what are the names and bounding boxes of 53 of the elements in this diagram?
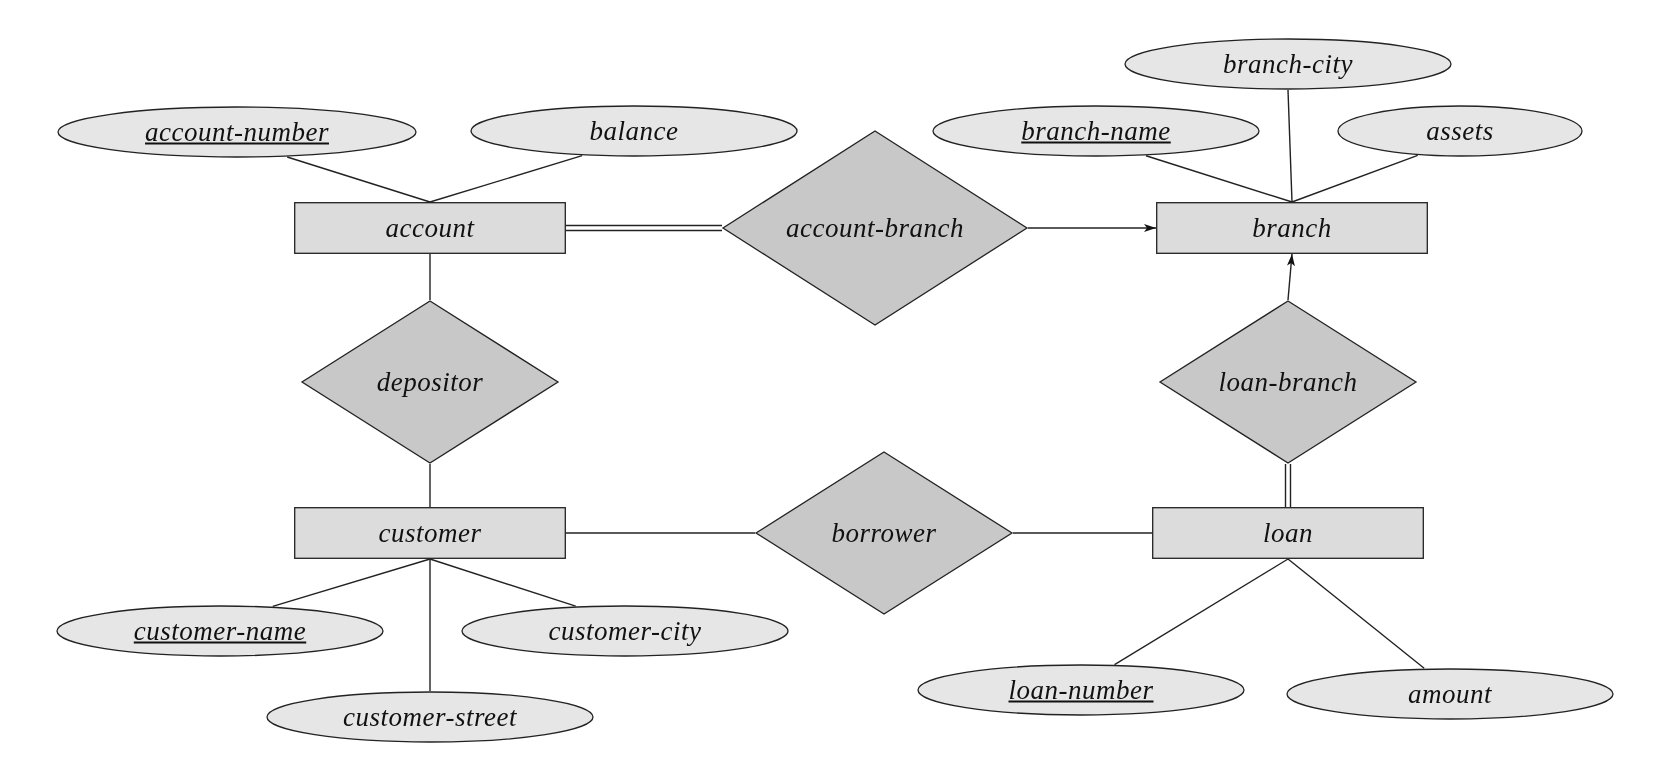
relationship-diamond [1159, 300, 1417, 464]
key-attribute-label: customer-name [133, 615, 307, 647]
connector-line [429, 154, 583, 203]
connector-line [565, 532, 756, 534]
attribute-ellipse [57, 106, 417, 158]
attribute-ellipse [56, 605, 384, 657]
entity-box [294, 507, 566, 559]
attribute-ellipse [1124, 38, 1452, 90]
relationship-diamond [301, 300, 559, 464]
entity-box [1152, 507, 1424, 559]
connector-line [286, 156, 431, 203]
attribute-ellipse [932, 105, 1260, 157]
connector-line [1012, 532, 1153, 534]
attribute-ellipse [470, 105, 798, 157]
key-attribute-label: account-number [145, 116, 329, 148]
connector-line [429, 558, 431, 692]
attribute-label: assets [1426, 115, 1494, 147]
relationship-label: borrower [831, 517, 937, 549]
connector-line [272, 558, 431, 608]
entity-label: account [385, 212, 475, 244]
attribute-label: balance [589, 115, 679, 147]
arrow [1027, 224, 1157, 232]
attribute-ellipse [1337, 105, 1583, 157]
key-attribute-label: loan-number [1008, 674, 1154, 706]
double-line [565, 224, 723, 232]
connector-line [429, 558, 577, 607]
attribute-label: customer-street [343, 701, 517, 733]
entity-label: loan [1263, 517, 1313, 549]
attribute-ellipse [1286, 668, 1614, 720]
attribute-label: branch-city [1223, 48, 1353, 80]
connector-line [429, 463, 431, 508]
arrow [1287, 253, 1295, 301]
entity-box [294, 202, 566, 254]
connector-line [429, 253, 431, 301]
connector-line [1145, 155, 1293, 203]
attribute-ellipse [266, 691, 594, 743]
attribute-ellipse [461, 605, 789, 657]
attribute-ellipse [917, 664, 1245, 716]
double-line [1284, 463, 1292, 508]
relationship-label: loan-branch [1218, 366, 1358, 398]
entity-label: branch [1252, 212, 1332, 244]
key-attribute-label: branch-name [1021, 115, 1171, 147]
relationship-label: depositor [376, 366, 484, 398]
connector-line [1287, 558, 1425, 670]
connector-line [1113, 558, 1289, 666]
entity-label: customer [378, 517, 482, 549]
connector-line [1287, 89, 1293, 203]
relationship-diamond [755, 451, 1013, 615]
attribute-label: amount [1408, 678, 1492, 710]
entity-box [1156, 202, 1428, 254]
relationship-label: account-branch [786, 212, 964, 244]
attribute-label: customer-city [548, 615, 702, 647]
connector-line [1291, 154, 1419, 203]
